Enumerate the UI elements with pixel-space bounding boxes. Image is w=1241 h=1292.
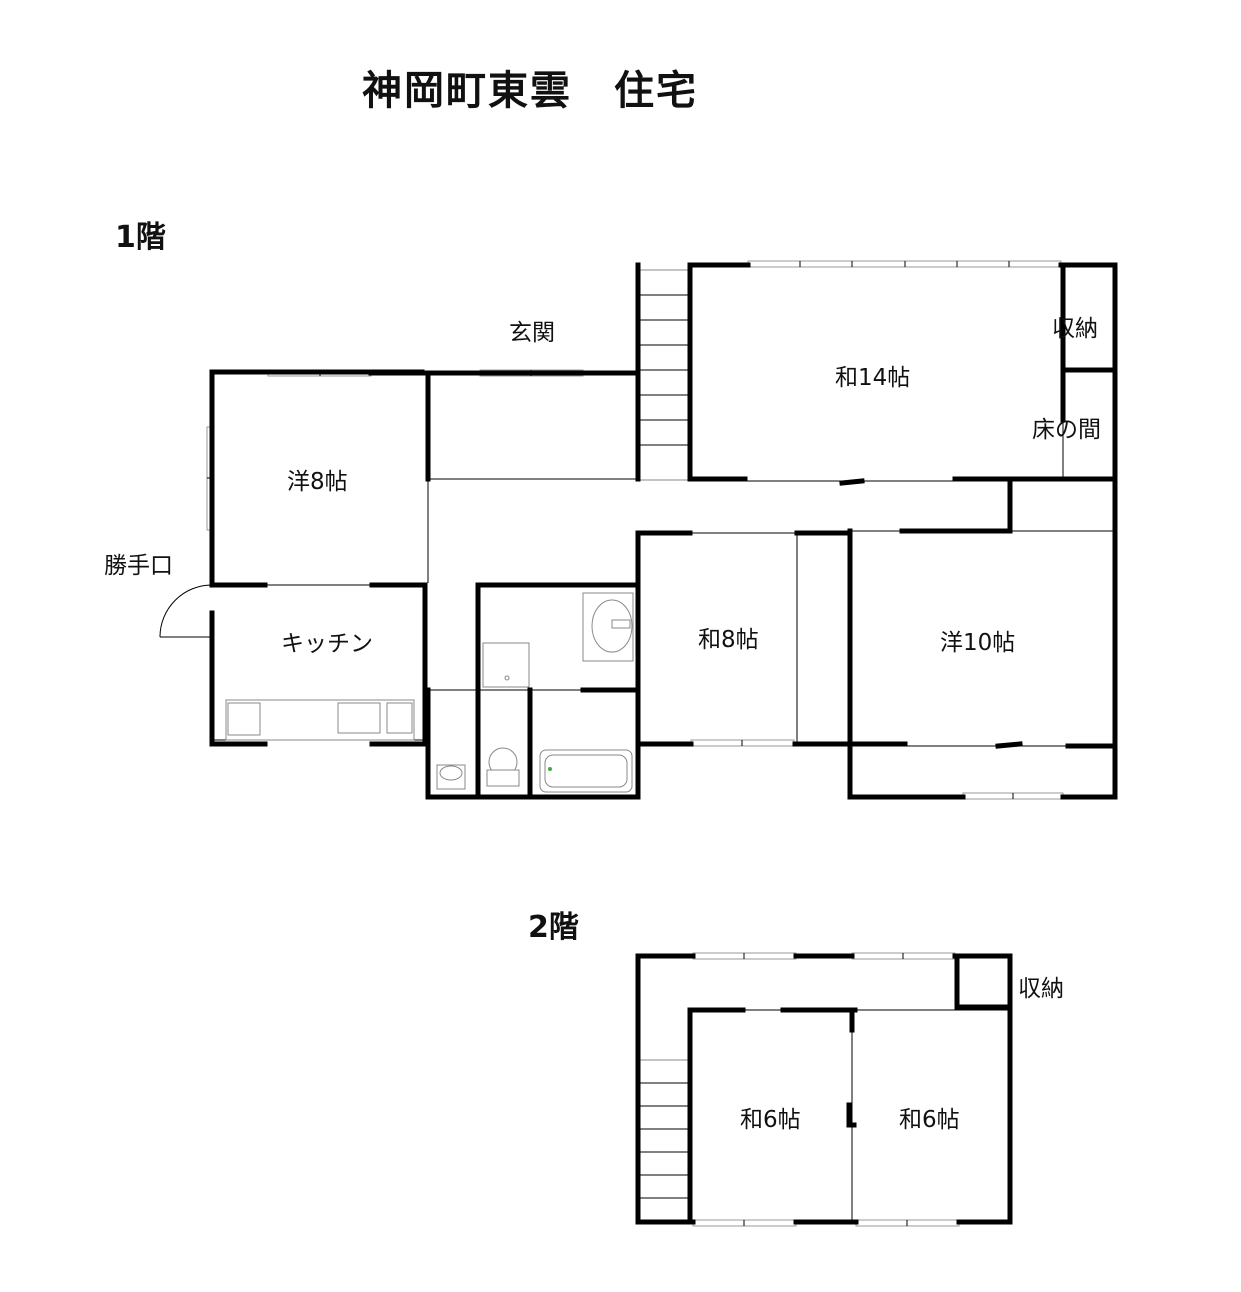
room-label-washitsu14: 和14帖 [835, 365, 910, 391]
stairs [639, 269, 689, 481]
floor1-plan: 玄関 和14帖 収納 床の間 洋8帖 勝手口 キッチン 和8帖 洋10帖 [104, 260, 1118, 800]
room-label-washitsu6-right: 和6帖 [899, 1107, 960, 1133]
room-label-yo10: 洋10帖 [940, 630, 1015, 656]
windows-2f [692, 952, 960, 1227]
fixtures [225, 592, 634, 793]
floor2-plan: 収納 和6帖 和6帖 [635, 952, 1064, 1227]
room-label-washitsu6-left: 和6帖 [740, 1107, 801, 1133]
floor2-room-labels: 収納 和6帖 和6帖 [740, 976, 1064, 1133]
room-label-washitsu8: 和8帖 [698, 627, 759, 653]
stairs-2f [639, 1059, 689, 1221]
room-label-tokonoma: 床の間 [1032, 417, 1101, 443]
room-label-yo8: 洋8帖 [287, 469, 348, 495]
room-label-kitchen: キッチン [281, 631, 373, 657]
walls-2f [635, 953, 1013, 1225]
floor1-room-labels: 玄関 和14帖 収納 床の間 洋8帖 勝手口 キッチン 和8帖 洋10帖 [104, 316, 1101, 657]
room-label-genkan: 玄関 [509, 320, 555, 346]
floor1-label: 1階 [115, 220, 166, 255]
room-label-shuno-2f: 収納 [1018, 976, 1064, 1002]
page-title: 神岡町東雲 住宅 [362, 68, 698, 114]
floor2-label: 2階 [528, 910, 579, 945]
room-label-shuno: 収納 [1052, 316, 1098, 342]
walls [209, 262, 1118, 800]
room-label-katteguchi: 勝手口 [104, 553, 173, 579]
back-door-swing [159, 584, 213, 638]
